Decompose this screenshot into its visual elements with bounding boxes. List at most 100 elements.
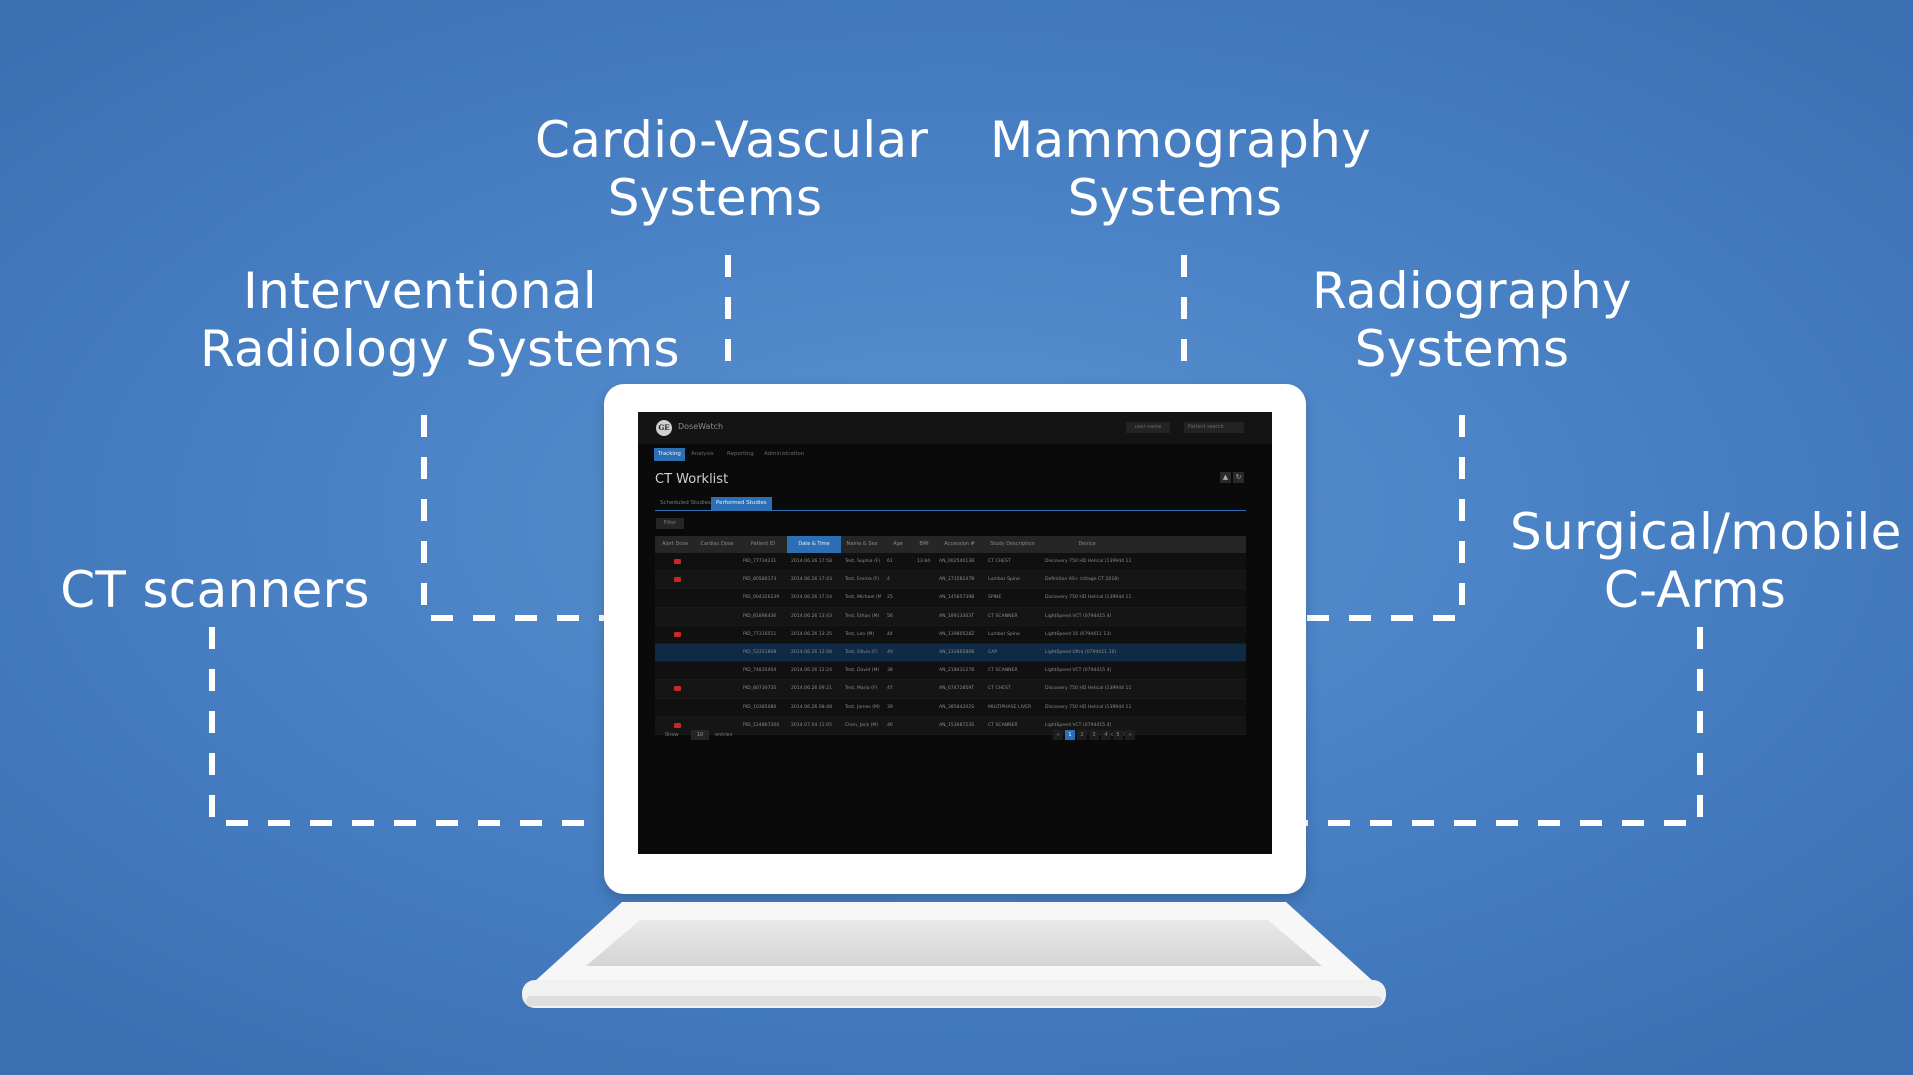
table-cell: PID_77734231	[743, 559, 777, 564]
table-cell: 49	[887, 649, 893, 655]
column-header[interactable]: Cardiac Dose	[700, 541, 734, 547]
table-cell: AN_38584202S	[939, 704, 975, 710]
table-cell: Test, Olivia (F)	[845, 649, 878, 655]
table-cell: 2014.06.26 17:24	[791, 595, 833, 601]
page-size-select[interactable]: 10	[691, 730, 709, 740]
label-interventional-radiology: Interventional Radiology Systems	[200, 262, 680, 378]
column-header[interactable]: Alert Dose	[661, 541, 689, 547]
column-header[interactable]: Patient ID	[750, 541, 776, 547]
alert-flag-icon	[674, 559, 681, 564]
table-cell: 2014.06.26 17:43	[791, 577, 833, 583]
label-mammography: Mammography Systems	[990, 111, 1371, 227]
column-header[interactable]: Name & Sex	[846, 541, 878, 547]
column-header[interactable]: Accession #	[944, 541, 975, 547]
tab-administration[interactable]: Administration	[764, 451, 805, 457]
page-button[interactable]: «	[1053, 730, 1063, 740]
table-cell: Discovery 750 HD Helical (139944 11)	[1045, 704, 1131, 710]
table-cell: LightSpeed VCT (0794415 4)	[1045, 722, 1112, 728]
column-header[interactable]: Age	[893, 541, 903, 547]
table-row[interactable]: PID_53351808 2014.06.26 13:08 Test, Olivia…	[655, 643, 1246, 663]
connector-interventional	[421, 415, 604, 621]
table-cell: Discovery 750 HD Helical (139944 11)	[1045, 686, 1131, 692]
table-cell: CT SCANNER	[988, 668, 1018, 674]
ge-logo: GE	[656, 420, 672, 436]
label-radiography: Radiography Systems	[1312, 262, 1631, 378]
tab-analysis[interactable]: Analysis	[691, 451, 714, 457]
table-cell: AN_21843127B	[939, 668, 975, 674]
range-text: 1 - 10 of 623	[1095, 732, 1128, 738]
filter-button[interactable]: Filter	[656, 518, 684, 529]
table-cell: PID_80730735	[743, 686, 777, 692]
page-button[interactable]: 2	[1077, 730, 1087, 740]
entries-label: entries	[715, 732, 733, 738]
label-line: Cardio-Vascular	[535, 111, 929, 169]
column-header[interactable]: Study Description	[990, 541, 1035, 547]
app-topbar: GE DoseWatch user name Patient search	[638, 412, 1272, 444]
column-header[interactable]: Device	[1078, 541, 1096, 547]
page-button[interactable]: »	[1125, 730, 1135, 740]
page-title: CT Worklist	[655, 472, 729, 487]
table-cell: AN_14585739B	[939, 595, 975, 601]
table-cell	[917, 608, 933, 625]
table-cell: LightSpeed 16 (0794411 13)	[1045, 631, 1111, 637]
label-line: Radiology Systems	[200, 320, 680, 378]
table-cell: 4	[887, 577, 890, 583]
table-cell	[917, 589, 933, 606]
connector-ct	[209, 627, 604, 826]
page-button[interactable]: 5	[1113, 730, 1123, 740]
column-header[interactable]: Date & Time	[787, 536, 841, 553]
subtab-performed-studies[interactable]: Performed Studies	[711, 497, 772, 510]
table-cell: 2014.06.26 13:08	[791, 649, 833, 655]
table-cell: 2014.06.26 17:58	[791, 559, 833, 564]
laptop-screen: GE DoseWatch user name Patient search Tr…	[638, 412, 1272, 854]
subtab-scheduled-studies[interactable]: Scheduled Studies	[660, 500, 711, 506]
export-icon[interactable]: ▲	[1220, 472, 1231, 483]
table-cell: 2014.06.26 13:43	[791, 613, 833, 619]
table-cell: CT CHEST	[988, 686, 1011, 692]
label-line: Systems	[1354, 320, 1570, 378]
connector-surgical	[1306, 627, 1703, 826]
alert-flag-icon	[674, 722, 681, 728]
table-cell: 13.84	[917, 559, 931, 564]
table-cell	[917, 680, 933, 697]
table-cell: 61	[887, 559, 893, 564]
page-button[interactable]: 4	[1101, 730, 1111, 740]
label-line: C-Arms	[1603, 561, 1787, 619]
table-cell	[917, 699, 933, 716]
page-button[interactable]: 3	[1089, 730, 1099, 740]
worklist-table: Alert Dose Cardiac Dose Patient ID Date & T…	[655, 536, 1246, 735]
search-input[interactable]: Patient search	[1184, 422, 1244, 433]
table-cell: AN_15368723S	[939, 722, 975, 728]
connector-radiography	[1306, 415, 1465, 621]
table-cell: Lumbar Spine	[988, 631, 1020, 637]
table-cell: PID_53351808	[743, 649, 777, 655]
show-label: Show	[665, 732, 679, 738]
laptop-edge-shade	[526, 996, 1382, 1006]
tab-reporting[interactable]: Reporting	[727, 451, 754, 457]
table-cell: AN_17158147B	[939, 577, 975, 583]
table-cell: 46	[887, 722, 893, 728]
column-header[interactable]: BMI	[919, 541, 929, 547]
label-ct-scanners: CT scanners	[60, 561, 370, 619]
table-cell	[917, 662, 933, 679]
page-button[interactable]: 1	[1065, 730, 1075, 740]
table-cell	[917, 626, 933, 643]
alert-flag-icon	[674, 686, 681, 692]
table-cell: 2014.06.26 08:48	[791, 704, 833, 710]
table-cell: 2014.06.26 12:24	[791, 668, 833, 674]
refresh-icon[interactable]: ↻	[1233, 472, 1244, 483]
table-cell	[917, 644, 933, 661]
user-menu[interactable]: user name	[1126, 422, 1170, 433]
tab-tracking[interactable]: Tracking	[654, 448, 685, 461]
